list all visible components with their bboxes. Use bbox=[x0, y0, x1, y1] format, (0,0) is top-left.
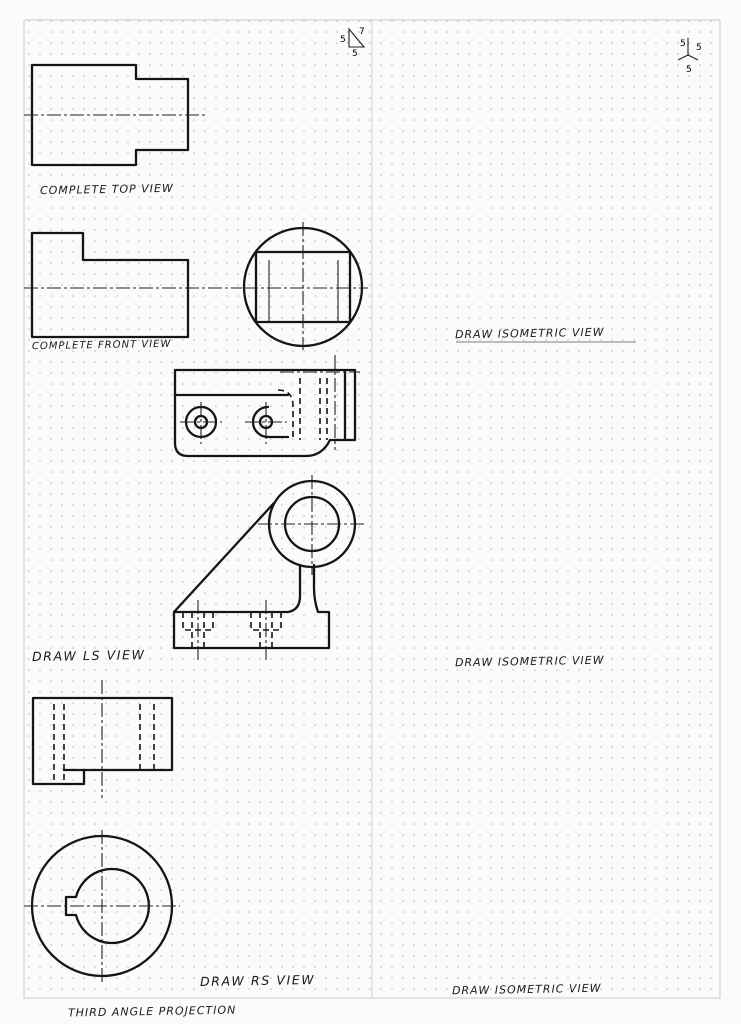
label-complete-top-view: COMPLETE TOP VIEW bbox=[39, 181, 174, 198]
grid-scale-icon-left: 5 5 7 bbox=[340, 27, 366, 59]
label-draw-isometric-view-1: DRAW ISOMETRIC VIEW bbox=[454, 325, 605, 342]
label-draw-isometric-view-2: DRAW ISOMETRIC VIEW bbox=[454, 653, 605, 670]
problem2-top-view bbox=[173, 355, 360, 458]
problem1-side-view bbox=[242, 222, 368, 350]
svg-text:5: 5 bbox=[340, 35, 346, 45]
label-draw-rs-view: DRAW RS VIEW bbox=[199, 971, 316, 990]
label-draw-ls-view: DRAW LS VIEW bbox=[31, 647, 146, 664]
grid-scale-icon-right: 5 5 5 bbox=[677, 38, 702, 75]
problem3-front-view bbox=[31, 680, 174, 798]
svg-text:5: 5 bbox=[686, 65, 692, 75]
svg-text:5: 5 bbox=[680, 39, 686, 49]
problem1-top-view bbox=[24, 63, 205, 167]
problem2-front-view bbox=[172, 475, 366, 660]
label-draw-isometric-view-3: DRAW ISOMETRIC VIEW bbox=[451, 981, 602, 998]
problem1-front-view bbox=[24, 231, 242, 339]
svg-text:5: 5 bbox=[352, 49, 358, 59]
problem3-side-view bbox=[24, 830, 180, 985]
svg-text:5: 5 bbox=[696, 43, 702, 53]
svg-text:7: 7 bbox=[359, 27, 365, 37]
